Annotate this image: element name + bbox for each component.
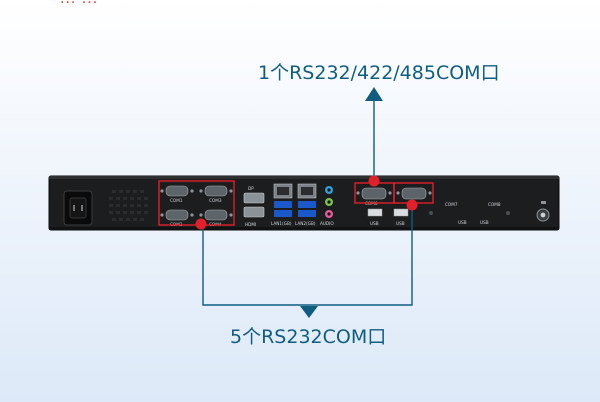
com-port-com1: COM1 <box>160 185 194 203</box>
com1-label: COM1 <box>170 198 183 203</box>
header-partial-text: ... ... <box>60 0 98 7</box>
lan1-label: LAN1(GB) <box>271 221 292 226</box>
marker-dot-bottom-right <box>406 199 418 211</box>
right-ports: COM7 USB COM8 USB <box>429 201 550 225</box>
usb3-label: USB <box>458 220 467 225</box>
display-ports: DP HDMI <box>243 186 265 227</box>
lan2-label: LAN2(GB) <box>295 221 316 226</box>
power-inlet <box>63 190 93 226</box>
callout-serial-232: 5个RS232COM口 <box>230 326 387 348</box>
vent-grille <box>109 190 148 221</box>
usb2-label: USB <box>396 221 405 226</box>
usb4-label: USB <box>480 220 489 225</box>
lan2-stack: LAN2(GB) <box>295 183 317 226</box>
bottom-connector <box>202 201 413 306</box>
usb1-label: USB <box>370 221 379 226</box>
com7-label: COM7 <box>445 202 458 207</box>
hdmi-label: HDMI <box>245 222 256 227</box>
marker-dot-bottom-left <box>195 218 207 230</box>
top-connector <box>365 87 383 176</box>
arrow-up-icon <box>365 87 383 101</box>
dp-label: DP <box>248 186 254 191</box>
marker-dot-top <box>368 175 380 187</box>
com3-label: COM3 <box>209 198 222 203</box>
callout-serial-422-485: 1个RS232/422/485COM口 <box>258 62 500 84</box>
audio-label: AUDIO <box>320 221 334 226</box>
com-port-com3: COM3 <box>199 185 233 203</box>
lan1-stack: LAN1(GB) <box>271 183 293 226</box>
com-port-com7-inner <box>396 187 432 200</box>
com8-label: COM8 <box>488 202 501 207</box>
audio-jacks: AUDIO <box>320 186 334 226</box>
usb-pair-left: USB USB <box>367 208 409 226</box>
arrow-down-icon <box>300 306 318 318</box>
